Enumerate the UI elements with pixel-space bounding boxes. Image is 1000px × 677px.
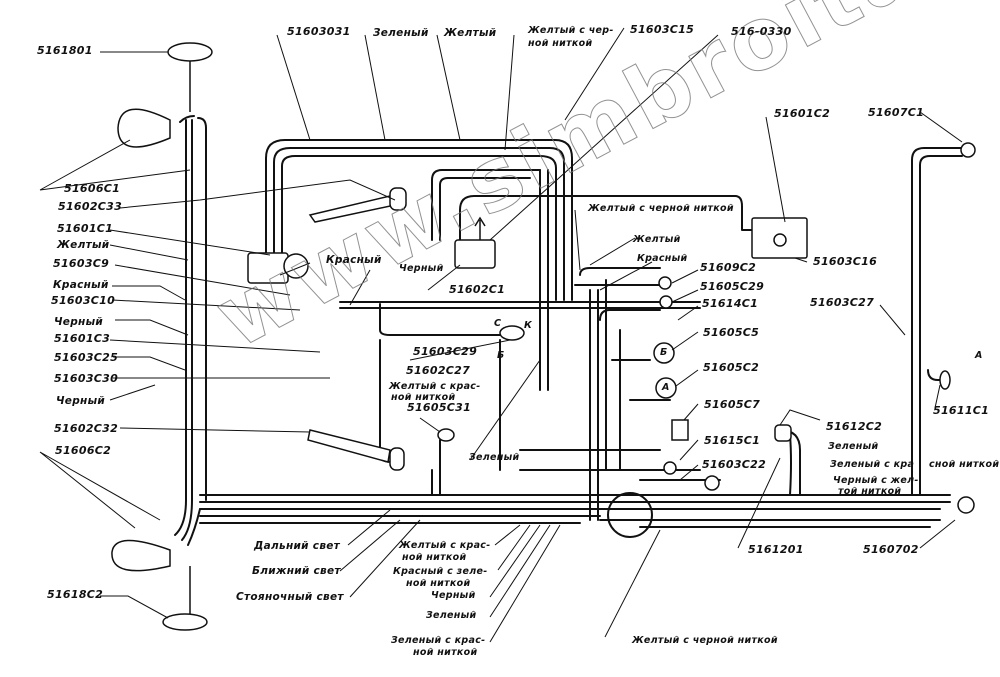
stop-switch	[774, 424, 792, 442]
label-wire-red-green-bot: Красный с зеле-	[393, 566, 488, 577]
label-wire-black-yellow-right-2: той ниткой	[838, 486, 902, 497]
label-51603c25: 51603C25	[54, 351, 119, 364]
gauge-a	[655, 377, 677, 399]
label-51612c2: 51612C2	[826, 420, 883, 433]
generator	[454, 239, 496, 269]
gauge-b-letter: Б	[660, 347, 668, 358]
side-lamp-bottom	[162, 613, 208, 631]
mid-horizontal-harness	[339, 301, 701, 336]
label-51605c2: 51605C2	[703, 361, 760, 374]
generator-loop	[431, 169, 753, 249]
label-wire-black-left-2: Черный	[56, 395, 106, 407]
label-wire-yellow-black-mid: Желтый с черной ниткой	[588, 203, 734, 214]
label-wire-green-red-right-2: сной ниткой	[929, 459, 1000, 470]
gauge-b	[653, 342, 675, 364]
label-wire-yellow-black-top-2: ной ниткой	[528, 38, 593, 49]
label-51611c1: 51611C1	[933, 404, 990, 417]
top-loop-harness	[265, 139, 573, 391]
label-5161801: 5161801	[37, 44, 93, 57]
gauge-a-letter: А	[662, 382, 670, 393]
label-terminal-k: К	[524, 320, 533, 331]
label-wire-green-mid: Зеленый	[469, 452, 520, 463]
label-51601c1: 51601C1	[57, 222, 114, 235]
label-51602c33: 51602C33	[58, 200, 123, 213]
label-51605c29: 51605C29	[700, 280, 765, 293]
label-51603c29: 51603C29	[413, 345, 478, 358]
label-wire-yellow-red-bot-2: ной ниткой	[402, 552, 467, 563]
label-wire-yellow-red-bot: Желтый с крас-	[399, 540, 491, 551]
label-51603c16: 51603C16	[813, 255, 878, 268]
label-51602c27: 51602C27	[406, 364, 471, 377]
label-wire-green-right: Зеленый	[828, 441, 879, 452]
label-wire-green-red-right: Зеленый с кра	[830, 459, 915, 470]
fuse-unit	[671, 419, 689, 441]
right-vertical-harness	[911, 147, 963, 496]
label-wire-yellow-red-mid-2: ной ниткой	[391, 392, 456, 403]
label-wire-yellow-top: Желтый	[444, 27, 497, 39]
label-wire-yellow-black-top: Желтый с чер-	[528, 25, 614, 36]
label-51603c15: 51603C15	[630, 23, 695, 36]
headlight-bottom	[111, 539, 171, 572]
label-51603031: 51603031	[287, 25, 351, 38]
headlight-top	[117, 108, 171, 148]
label-51603c27: 51603C27	[810, 296, 875, 309]
left-vertical-harness	[179, 115, 207, 501]
label-terminal-b: Б	[497, 350, 505, 361]
label-high-beam: Дальний свет	[254, 540, 341, 552]
label-51601c3: 51601C3	[54, 332, 111, 345]
label-wire-green-red-bot: Зеленый с крас-	[391, 635, 486, 646]
label-wire-red-mid: Красный	[326, 254, 382, 266]
label-51614c1: 51614C1	[702, 297, 759, 310]
label-51606c1: 51606C1	[64, 182, 121, 195]
horn-bottom	[307, 429, 391, 463]
label-51603c9: 51603C9	[53, 257, 110, 270]
side-lamp-top	[167, 42, 213, 62]
label-51609c2: 51609C2	[700, 261, 757, 274]
label-wire-yellow-mid: Желтый	[633, 234, 681, 245]
label-wire-yellow-red-mid: Желтый с крас-	[389, 381, 481, 392]
label-51615c1: 51615C1	[704, 434, 761, 447]
leader-lines	[39, 27, 963, 643]
label-parking-light: Стояночный свет	[236, 591, 344, 603]
label-terminal-s: С	[494, 318, 502, 329]
label-51602c32: 51602C32	[54, 422, 119, 435]
right-lamp-bottom	[957, 496, 975, 514]
label-51605c7: 51605C7	[704, 398, 761, 411]
right-lamp-top	[960, 142, 976, 158]
label-51603c30: 51603C30	[54, 372, 119, 385]
label-wire-black-bot: Черный	[431, 590, 476, 601]
junction-block	[607, 492, 653, 538]
label-51605c31: 51605C31	[407, 401, 472, 414]
label-51618c2: 51618C2	[47, 588, 104, 601]
label-low-beam: Ближний свет	[252, 565, 341, 577]
label-wire-red-left: Красный	[53, 279, 109, 291]
brake-switch	[939, 370, 951, 390]
label-51603c22: 51603C22	[702, 458, 767, 471]
label-wire-red-mid-2: Красный	[637, 253, 688, 264]
label-51607c1: 51607C1	[868, 106, 925, 119]
label-516-0330: 516-0330	[731, 25, 792, 38]
label-51602c1: 51602C1	[449, 283, 506, 296]
label-5161201: 5161201	[748, 543, 804, 556]
switch-a-letter: А	[975, 350, 983, 361]
label-5160702: 5160702	[863, 543, 919, 556]
label-51601c2: 51601C2	[774, 107, 831, 120]
label-wire-black-mid: Черный	[399, 263, 444, 274]
label-51603c10: 51603C10	[51, 294, 116, 307]
label-wire-green-red-bot-2: ной ниткой	[413, 647, 478, 658]
ignition-switch	[283, 253, 309, 279]
label-51606c2: 51606C2	[55, 444, 112, 457]
label-wire-yellow-black-bot: Желтый с черной ниткой	[632, 635, 778, 646]
label-wire-black-left: Черный	[54, 316, 104, 328]
label-wire-green-bot: Зеленый	[426, 610, 477, 621]
label-wire-yellow-left: Желтый	[57, 239, 110, 251]
bottom-horizontal-harness	[199, 494, 951, 528]
label-51605c5: 51605C5	[703, 326, 760, 339]
label-wire-green-top: Зеленый	[373, 27, 429, 39]
label-wire-red-green-bot-2: ной ниткой	[406, 578, 471, 589]
lower-left-bend	[174, 499, 201, 546]
label-wire-black-yellow-right: Черный с жел-	[833, 475, 919, 486]
